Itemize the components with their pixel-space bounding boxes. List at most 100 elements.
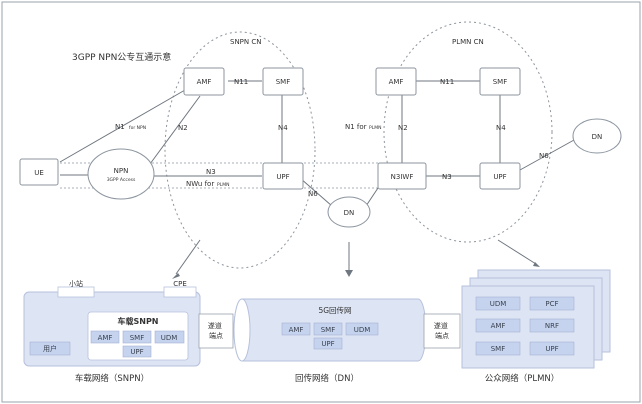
npn-sublabel: 3GPP Access [107, 177, 136, 183]
plmn-upf-node [479, 162, 521, 190]
backhaul-nf-smf-label: SMF [321, 326, 336, 334]
snpn-smf-node [262, 67, 304, 96]
arrow-to-vehicle [175, 239, 201, 275]
vehicle-nf-amf-label: AMF [98, 334, 113, 342]
snpn-amf-label: AMF [197, 78, 212, 86]
arrows [172, 239, 540, 279]
ue-label: UE [34, 169, 44, 177]
snpn-cn-label: SNPN CN [230, 38, 262, 46]
public-nf-nrf-label: NRF [545, 322, 559, 330]
link-n6-mid-a [299, 177, 333, 207]
vehicle-nf-upf [122, 345, 152, 358]
backhaul-nf-upf [313, 337, 343, 350]
snpn-smf-label: SMF [276, 78, 291, 86]
plmn-upf-label: UPF [493, 173, 506, 181]
backhaul-nf-udm-label: UDM [354, 326, 371, 334]
public-nf-amf-label: AMF [491, 322, 506, 330]
arrow-head-public [533, 262, 540, 267]
public-tunnel-line-1: 遂道 [434, 321, 448, 330]
public-tunnel-line-2: 端点 [435, 331, 449, 340]
ue-node [19, 158, 59, 186]
public-nf-smf-label: SMF [491, 345, 506, 353]
links [59, 80, 575, 207]
arrow-to-public [497, 239, 537, 265]
label-n1-npn: N1 [115, 123, 125, 131]
label-n11-snpn: N11 [234, 78, 248, 86]
label-n3-plmn: N3 [442, 173, 452, 181]
backhaul-nf-amf [281, 322, 311, 336]
arrow-head-backhaul [345, 270, 353, 277]
vehicle-tunnel-endpoint [198, 313, 234, 349]
vehicle-snpn-title: 车载SNPN [117, 316, 158, 326]
public-nf-udm [475, 296, 521, 311]
dn-right-label: DN [592, 133, 603, 141]
arrow-head-vehicle [172, 273, 180, 279]
small-station-label: 小站 [69, 279, 83, 288]
label-n1-plmn: N1 for [345, 123, 367, 131]
user-box [29, 341, 71, 356]
label-n6-right: N6 [539, 152, 549, 160]
vehicle-tunnel-line-1: 遂道 [208, 321, 222, 330]
dn-node-mid [327, 196, 371, 228]
vehicle-nf-amf [90, 330, 120, 344]
link-n6-right [519, 139, 575, 171]
public-tunnel-label: 遂道 端点 [434, 321, 450, 340]
backhaul-title: 5G回传网 [318, 305, 351, 315]
vehicle-nf-udm [154, 330, 185, 344]
vehicle-caption: 车载网络（SNPN） [75, 373, 149, 384]
dn-node-right [572, 118, 622, 154]
snpn-amf-node [183, 67, 225, 96]
label-n2-plmn: N2 [398, 124, 408, 132]
backhaul-nf-amf-label: AMF [289, 326, 304, 334]
plmn-n3iwf-label: N3IWF [391, 173, 414, 181]
npn-node [87, 148, 155, 200]
label-n4-snpn: N4 [278, 124, 288, 132]
vehicle-nf-upf-label: UPF [130, 348, 143, 356]
label-n4-plmn: N4 [496, 124, 506, 132]
plmn-amf-label: AMF [389, 78, 404, 86]
snpn-upf-node [262, 162, 304, 190]
label-nwu: NWu for [186, 180, 214, 188]
backhaul-nf-smf [313, 322, 343, 336]
cpe-box [163, 286, 197, 298]
plmn-smf-label: SMF [493, 78, 508, 86]
plmn-amf-node [375, 67, 417, 96]
link-n6-mid-b [365, 187, 379, 207]
plmn-n3iwf-node [377, 162, 427, 190]
public-nf-udm-label: UDM [490, 300, 507, 308]
dn-mid-label: DN [344, 209, 355, 217]
plmn-smf-node [479, 67, 521, 96]
vehicle-nf-udm-label: UDM [161, 334, 178, 342]
label-n6-mid: N6 [308, 190, 318, 198]
label-n1-plmn-sub: PLMN [369, 125, 381, 131]
diagram-heading: 3GPP NPN公专互通示意 [72, 51, 171, 63]
npn-label: NPN [114, 167, 129, 175]
backhaul-tube-end [233, 298, 251, 362]
vehicle-tunnel-line-2: 端点 [209, 331, 223, 340]
backhaul-nf-upf-label: UPF [321, 340, 334, 348]
label-n11-plmn: N11 [440, 78, 454, 86]
public-nf-nrf [529, 318, 575, 333]
vehicle-nf-smf-label: SMF [130, 334, 145, 342]
backhaul-nf-udm [345, 322, 379, 336]
public-nf-amf [475, 318, 521, 333]
label-n1-npn-sub: for NPN [129, 125, 146, 131]
public-nf-pcf-label: PCF [545, 300, 558, 308]
vehicle-nf-smf [122, 330, 152, 344]
label-nwu-sub: PLMN [217, 182, 229, 188]
public-nf-smf [475, 341, 521, 356]
snpn-upf-label: UPF [276, 173, 289, 181]
label-n3-snpn: N3 [206, 168, 216, 176]
small-station-box [57, 286, 95, 298]
cpe-label: CPE [173, 280, 187, 288]
link-n2-snpn [149, 95, 201, 165]
public-tunnel-endpoint [423, 313, 461, 349]
plmn-cn-oval [383, 21, 553, 243]
snpn-cn-oval [164, 31, 316, 269]
link-n1-npn [59, 89, 186, 163]
backhaul-caption: 回传网络（DN） [295, 373, 359, 384]
public-nf-upf [529, 341, 575, 356]
public-nf-upf-label: UPF [545, 345, 558, 353]
user-label: 用户 [43, 344, 57, 353]
